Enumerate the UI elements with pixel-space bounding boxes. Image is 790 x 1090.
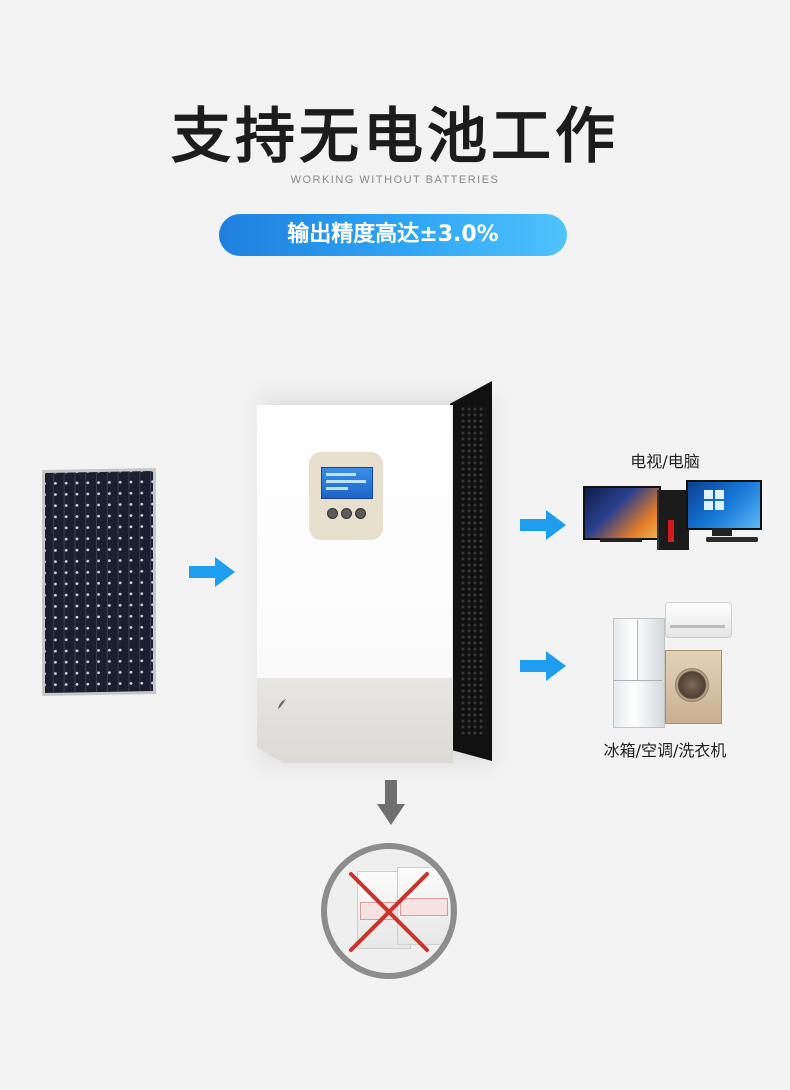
page-subtitle: WORKING WITHOUT BATTERIES	[290, 174, 500, 186]
arrow-right-icon	[189, 557, 235, 587]
battery-image-right	[397, 867, 451, 945]
inverter-vent-grille	[460, 406, 486, 736]
page-title: 支持无电池工作	[171, 102, 619, 172]
inverter-base-cover	[257, 678, 453, 763]
cross-out-icon	[349, 872, 429, 952]
arrow-right-icon	[520, 510, 566, 540]
appliances-label: 冰箱/空调/洗衣机	[603, 741, 727, 760]
electronics-label: 电视/电脑	[630, 452, 700, 471]
inverter-front-panel	[257, 405, 453, 683]
monitor-stand	[712, 528, 732, 536]
tv-image	[583, 486, 661, 540]
arrow-right-icon	[520, 651, 566, 681]
air-conditioner-vent	[670, 625, 725, 628]
fridge-image	[613, 618, 665, 728]
tv-stand	[600, 538, 642, 542]
precision-badge: 输出精度高达±3.0%	[219, 214, 567, 256]
solar-panel-cells	[45, 471, 153, 693]
inverter-button-center	[341, 508, 352, 519]
inverter-lcd-screen	[321, 467, 373, 499]
keyboard-image	[706, 537, 758, 542]
windows-logo-icon	[704, 490, 724, 510]
pc-tower-accent	[668, 520, 674, 542]
air-conditioner-image	[665, 602, 732, 638]
fridge-drawer-line	[614, 680, 662, 681]
inverter-button-left	[327, 508, 338, 519]
monitor-image	[686, 480, 762, 530]
solar-panel-image	[42, 468, 156, 696]
washing-machine-drum	[675, 668, 709, 702]
inverter-button-right	[355, 508, 366, 519]
brand-logo-icon	[278, 699, 286, 709]
arrow-down-icon	[377, 780, 405, 825]
fridge-door-split	[637, 620, 638, 680]
